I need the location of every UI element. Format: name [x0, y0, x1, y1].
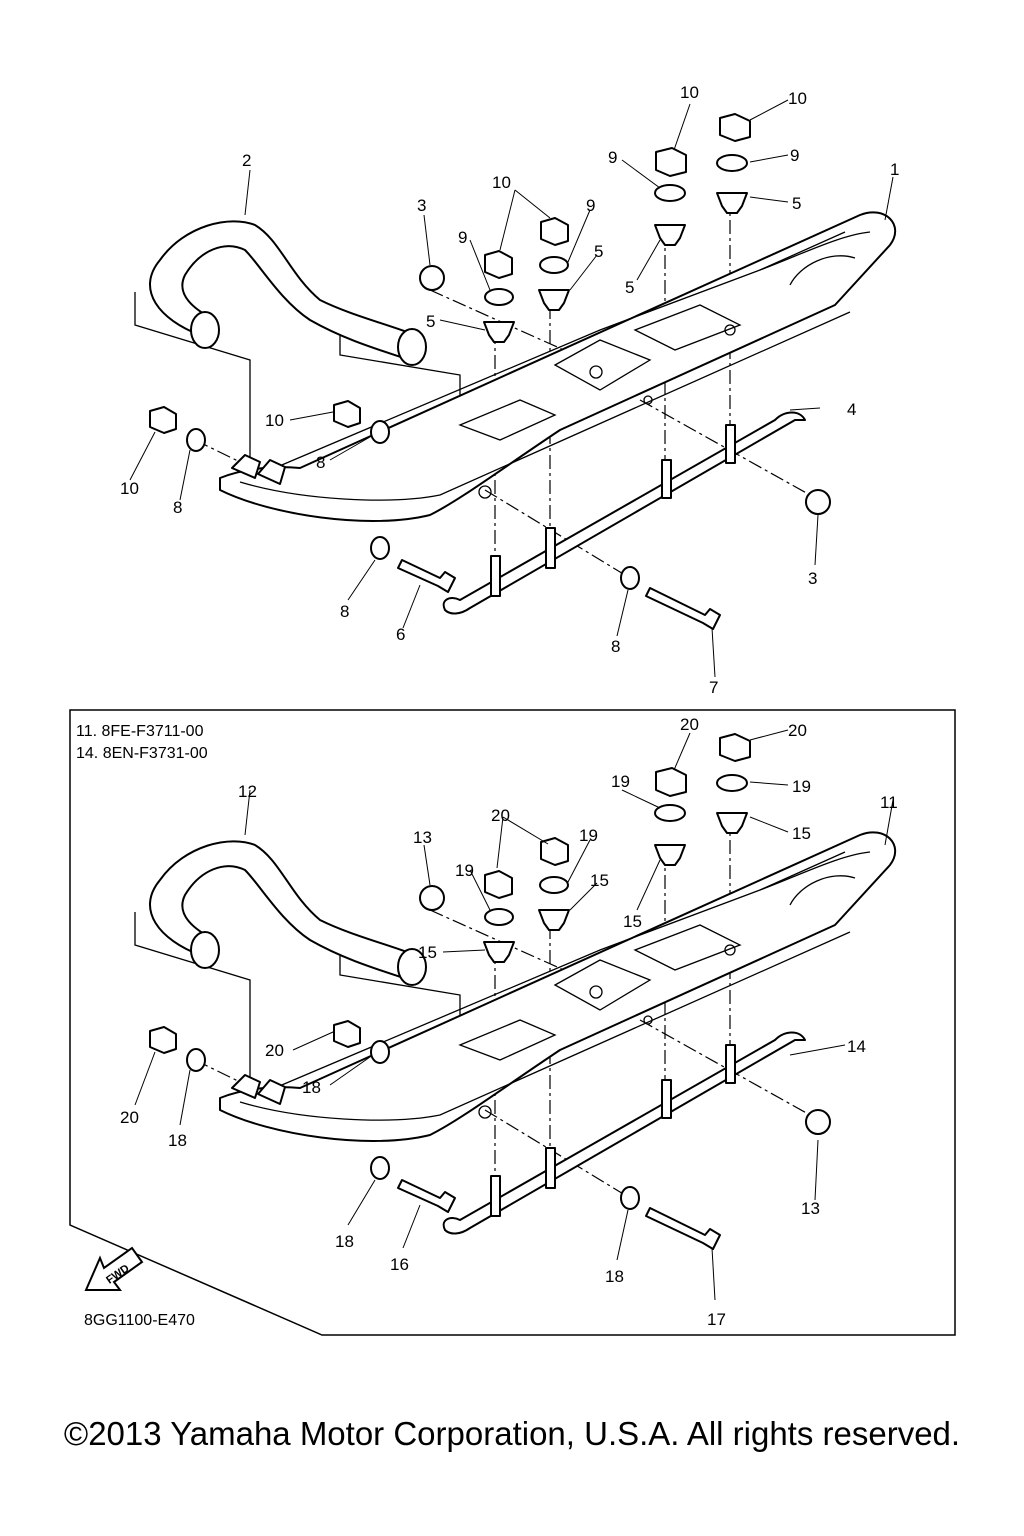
callout-label: 18: [605, 1267, 624, 1286]
callout-label: 15: [623, 912, 642, 931]
callout-label: 18: [168, 1131, 187, 1150]
callout-label: 9: [586, 196, 595, 215]
callout-label: 6: [396, 625, 405, 644]
callout-label: 15: [792, 824, 811, 843]
note-line-2: 14. 8EN-F3731-00: [76, 745, 208, 762]
callout-label: 19: [455, 861, 474, 880]
callout-label: 20: [265, 1041, 284, 1060]
lower-frame: [69, 709, 956, 1336]
callout-label: 13: [413, 828, 432, 847]
callout-label: 15: [590, 871, 609, 890]
lower-leaders: [134, 729, 894, 1301]
callout-label: 8: [316, 453, 325, 472]
callout-label: 19: [611, 772, 630, 791]
callout-label: 13: [801, 1199, 820, 1218]
copyright-notice: ©2013 Yamaha Motor Corporation, U.S.A. A…: [63, 1415, 961, 1452]
callout-label: 20: [491, 806, 510, 825]
lower-ski-assembly: [134, 733, 897, 1250]
ski-parts-diagram: 1 2 3 3 4 5 5 5 5 6 7 8 8 8 8 8 9 9 9 9 …: [69, 83, 956, 1336]
upper-callouts: 1 2 3 3 4 5 5 5 5 6 7 8 8 8 8 8 9 9 9 9 …: [120, 83, 899, 697]
callout-label: 3: [417, 196, 426, 215]
callout-label: 5: [426, 312, 435, 331]
callout-label: 15: [418, 943, 437, 962]
note-line-1: 11. 8FE-F3711-00: [76, 723, 204, 740]
callout-label: 11: [880, 793, 898, 812]
callout-label: 10: [265, 411, 284, 430]
upper-leaders: [129, 99, 894, 678]
callout-label: 5: [594, 242, 603, 261]
callout-label: 19: [579, 826, 598, 845]
callout-label: 20: [120, 1108, 139, 1127]
callout-label: 16: [390, 1255, 409, 1274]
callout-label: 20: [788, 721, 807, 740]
fwd-arrow-icon: FWD: [84, 1246, 144, 1291]
callout-label: 17: [707, 1310, 726, 1329]
lower-callouts: 11 12 13 13 14 15 15 15 15 16 17 18 18 1…: [120, 715, 898, 1329]
callout-label: 9: [790, 146, 799, 165]
callout-label: 10: [492, 173, 511, 192]
callout-label: 2: [242, 151, 251, 170]
callout-label: 12: [238, 782, 257, 801]
callout-label: 18: [302, 1078, 321, 1097]
callout-label: 5: [625, 278, 634, 297]
callout-label: 10: [680, 83, 699, 102]
callout-label: 8: [173, 498, 182, 517]
callout-label: 4: [847, 400, 856, 419]
callout-label: 14: [847, 1037, 866, 1056]
callout-label: 5: [792, 194, 801, 213]
diagram-code: 8GG1100-E470: [84, 1312, 195, 1329]
callout-label: 10: [788, 89, 807, 108]
callout-label: 19: [792, 777, 811, 796]
callout-label: 9: [458, 228, 467, 247]
callout-label: 8: [611, 637, 620, 656]
callout-label: 10: [120, 479, 139, 498]
callout-label: 20: [680, 715, 699, 734]
callout-label: 7: [709, 678, 718, 697]
callout-label: 3: [808, 569, 817, 588]
callout-label: 8: [340, 602, 349, 621]
callout-label: 18: [335, 1232, 354, 1251]
callout-label: 9: [608, 148, 617, 167]
callout-label: 1: [890, 160, 899, 179]
